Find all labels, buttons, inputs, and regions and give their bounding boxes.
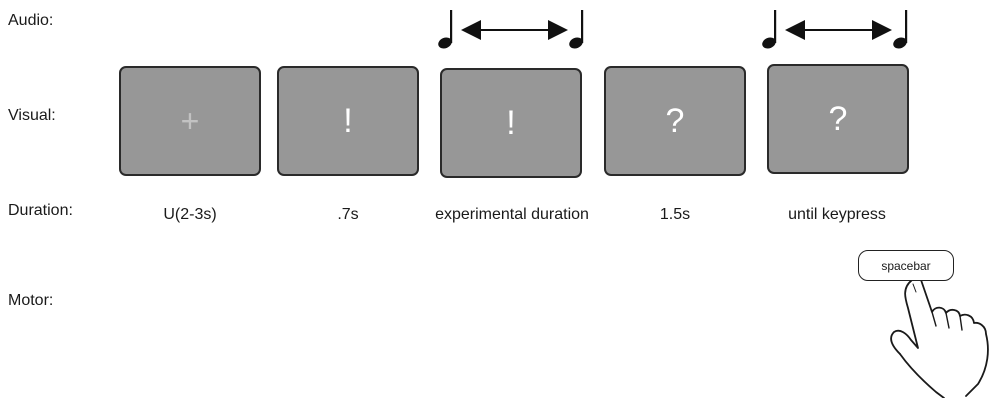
duration-label: .7s [337, 206, 359, 223]
audio-row-label: Audio: [8, 12, 54, 29]
duration-label: until keypress [788, 206, 886, 223]
audio-cue-2 [762, 10, 908, 49]
spacebar-key-label: spacebar [881, 258, 931, 273]
visual-panel-question: ? [604, 66, 746, 176]
exclamation-symbol: ! [506, 103, 516, 142]
visual-panel-response: ? [767, 64, 909, 174]
visual-row-label: Visual: [8, 107, 56, 124]
duration-label: experimental duration [435, 206, 589, 223]
pointing-hand-icon [890, 272, 989, 398]
motor-row-label: Motor: [8, 292, 54, 309]
exclamation-symbol: ! [343, 101, 353, 140]
duration-row-label: Duration: [8, 202, 73, 219]
music-note-icon [438, 10, 453, 49]
visual-panel-fixation: + [119, 66, 261, 176]
visual-panel-cue: ! [277, 66, 419, 176]
audio-cue-1 [438, 10, 584, 49]
visual-panel-experimental: ! [440, 68, 582, 178]
music-note-icon [893, 10, 908, 49]
question-symbol: ? [828, 99, 848, 138]
duration-label: 1.5s [659, 206, 691, 223]
fixation-cross: + [180, 102, 200, 139]
question-symbol: ? [665, 101, 685, 140]
music-note-icon [569, 10, 584, 49]
duration-label: U(2-3s) [163, 206, 217, 223]
music-note-icon [762, 10, 777, 49]
spacebar-key: spacebar [858, 250, 954, 281]
